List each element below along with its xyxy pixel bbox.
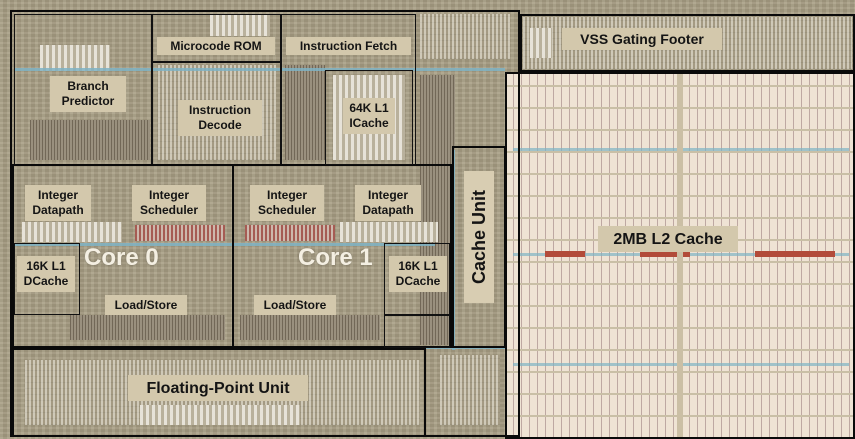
branch-predictor-label: Branch Predictor [50,76,126,112]
l2-cache-label: 2MB L2 Cache [598,226,738,252]
core0-dcache-block [14,243,80,315]
l2-redundancy-strip [755,251,835,257]
fpu-register-array [140,405,300,425]
microcode-array [210,14,270,36]
l2-cache-region [505,73,855,439]
vss-footer-device [530,28,552,58]
core1-integer-datapath-label: Integer Datapath [355,185,421,221]
l1-icache-label: 64K L1 ICache [343,98,395,134]
bus-line [15,68,505,71]
core0-scheduler-array [135,225,225,241]
core1-dcache-block [384,243,450,315]
l2-center-divider [677,73,683,439]
floating-point-unit-label: Floating-Point Unit [128,375,308,401]
core1-datapath-array [340,222,438,242]
vss-gating-footer-label: VSS Gating Footer [562,28,722,50]
core0-dcache-label: 16K L1 DCache [17,256,75,292]
core1-load-store-label: Load/Store [254,295,336,315]
microcode-rom-block [152,14,281,62]
vss-gating-footer-outline [520,14,855,72]
branch-predictor-array [40,45,110,71]
icache-outline [325,70,413,165]
core0-integer-scheduler-label: Integer Scheduler [132,185,206,221]
l2-cache-outline [505,72,855,439]
core0-datapath-array [22,222,122,242]
core1-integer-scheduler-label: Integer Scheduler [250,185,324,221]
core1-outline [232,164,452,348]
core0-load-store-logic [70,315,225,340]
core1-dcache-label: 16K L1 DCache [389,256,447,292]
core1-scheduler-array [245,225,335,241]
floating-point-unit-outline [12,348,426,437]
instruction-fetch-label: Instruction Fetch [286,37,411,55]
core0-load-store-label: Load/Store [105,295,187,315]
fetch-logic [285,65,325,160]
core0-label: Core 0 [84,244,159,271]
core1-load-store-logic [240,315,380,340]
cache-unit-label: Cache Unit [464,171,494,303]
l2-redundancy-strip [545,251,585,257]
core1-label: Core 1 [298,244,373,271]
instruction-decode-label: Instruction Decode [178,100,262,136]
bus-line [15,243,435,246]
cache-unit-bottom [440,355,500,425]
uncore-top-strip [420,14,510,59]
branch-predictor-logic [30,120,150,160]
l2-redundancy-strip [640,251,690,257]
core1-dcache-side [384,315,450,348]
core0-integer-datapath-label: Integer Datapath [25,185,91,221]
microcode-rom-label: Microcode ROM [157,37,275,55]
